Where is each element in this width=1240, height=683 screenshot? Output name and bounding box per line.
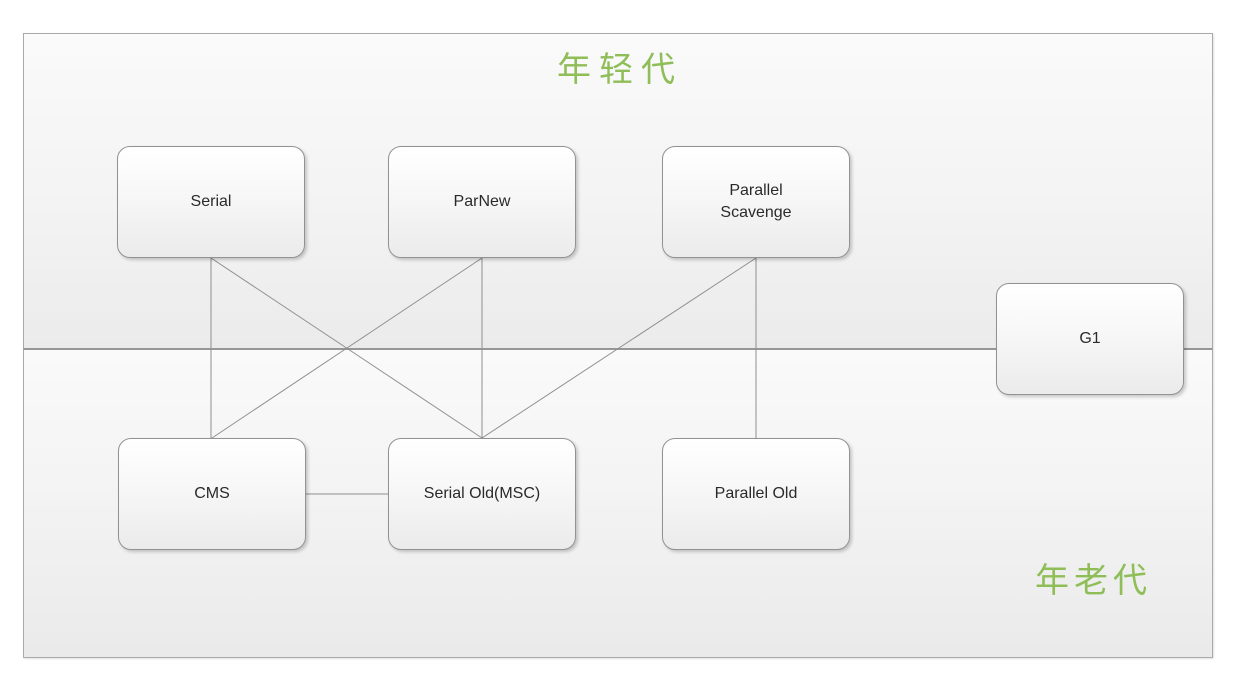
node-serial-label: Serial (190, 193, 232, 211)
connector-parnew-cms (211, 257, 483, 439)
node-parallel-old: Parallel Old (662, 438, 850, 550)
old-generation-label: 年老代 (1035, 562, 1152, 600)
node-parnew: ParNew (388, 146, 576, 258)
node-parnew-label: ParNew (453, 193, 511, 211)
node-parallel-scavenge-label: Parallel Scavenge (720, 182, 792, 221)
node-g1-label: G1 (1079, 330, 1101, 348)
node-cms-label: CMS (194, 485, 230, 503)
node-cms: CMS (118, 438, 306, 550)
node-serial-old-msc: Serial Old(MSC) (388, 438, 576, 550)
connector-parallelscavenge-serialold (481, 257, 757, 439)
node-serial-old-msc-label: Serial Old(MSC) (423, 485, 541, 503)
node-g1: G1 (996, 283, 1184, 395)
young-generation-label: 年轻代 (557, 51, 683, 89)
node-parallel-old-label: Parallel Old (714, 485, 798, 503)
node-serial: Serial (117, 146, 305, 258)
node-parallel-scavenge: Parallel Scavenge (662, 146, 850, 258)
